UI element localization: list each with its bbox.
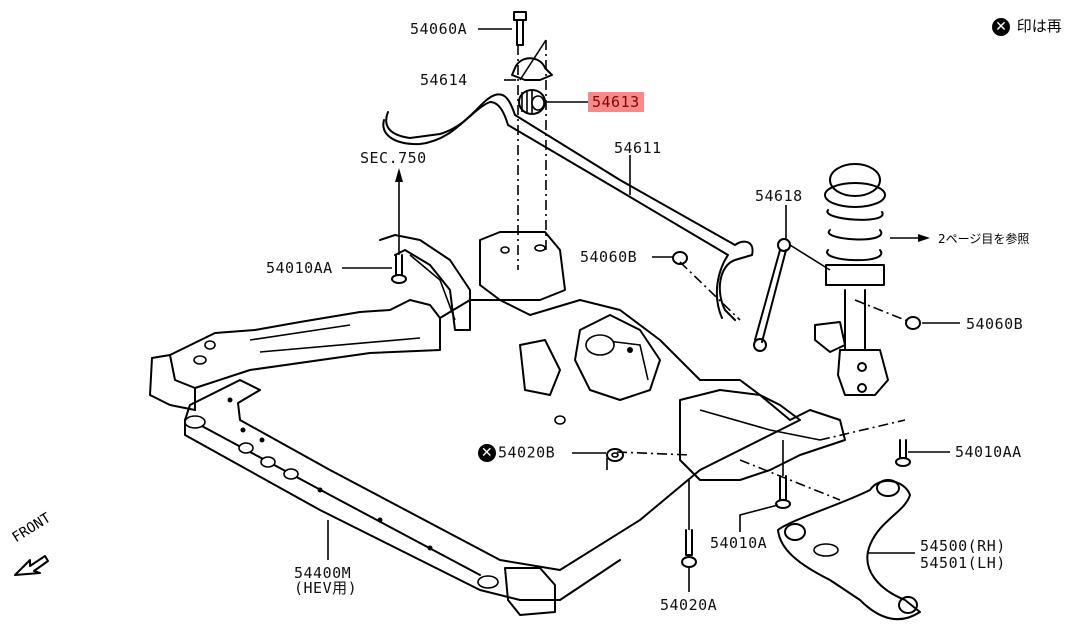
bolt-54010A [775, 440, 791, 509]
header-note: ✕ 印は再 [992, 15, 1062, 36]
front-subframe [149, 231, 846, 616]
bushing-and-clamp [511, 11, 553, 115]
label-54500-rh[interactable]: 54500(RH) [920, 537, 1006, 555]
nut-54060B-right [905, 316, 921, 330]
leader-lines [327, 28, 960, 560]
label-54614[interactable]: 54614 [420, 71, 468, 89]
label-54618[interactable]: 54618 [755, 187, 803, 205]
label-54060B-mid[interactable]: 54060B [580, 248, 638, 266]
bolt-54020A [681, 480, 697, 592]
label-54400M[interactable]: 54400M [294, 564, 352, 582]
stabilizer-bar [382, 93, 754, 321]
x-circle-icon: ✕ [478, 444, 496, 462]
label-54400M-note: (HEV用) [294, 579, 358, 597]
label-54020B[interactable]: ✕54020B [478, 444, 555, 462]
label-54010A[interactable]: 54010A [710, 534, 768, 552]
bolt-54010AA-left [391, 168, 407, 284]
header-note-text: 印は再 [1016, 17, 1062, 35]
strut-assembly [814, 163, 889, 396]
label-54010AA-left[interactable]: 54010AA [266, 259, 333, 277]
stabilizer-link [753, 238, 831, 352]
lower-control-arm [777, 479, 921, 621]
label-54060B-right[interactable]: 54060B [966, 315, 1024, 333]
label-54611[interactable]: 54611 [614, 139, 662, 157]
label-54060A[interactable]: 54060A [410, 20, 468, 38]
label-sec-750[interactable]: SEC.750 [360, 149, 427, 167]
label-see-page-2[interactable]: 2ページ目を参照 [938, 232, 1030, 246]
label-54020A[interactable]: 54020A [660, 596, 718, 614]
label-54501-lh[interactable]: 54501(LH) [920, 554, 1006, 572]
front-arrow-icon [14, 555, 49, 576]
x-circle-icon: ✕ [992, 17, 1010, 36]
label-54613-highlighted[interactable]: 54613 [588, 92, 644, 112]
nut-54060B-mid [672, 251, 688, 265]
bolt-54010AA-right [895, 439, 911, 467]
nut-54020B [606, 448, 624, 462]
label-54010AA-right[interactable]: 54010AA [955, 443, 1022, 461]
